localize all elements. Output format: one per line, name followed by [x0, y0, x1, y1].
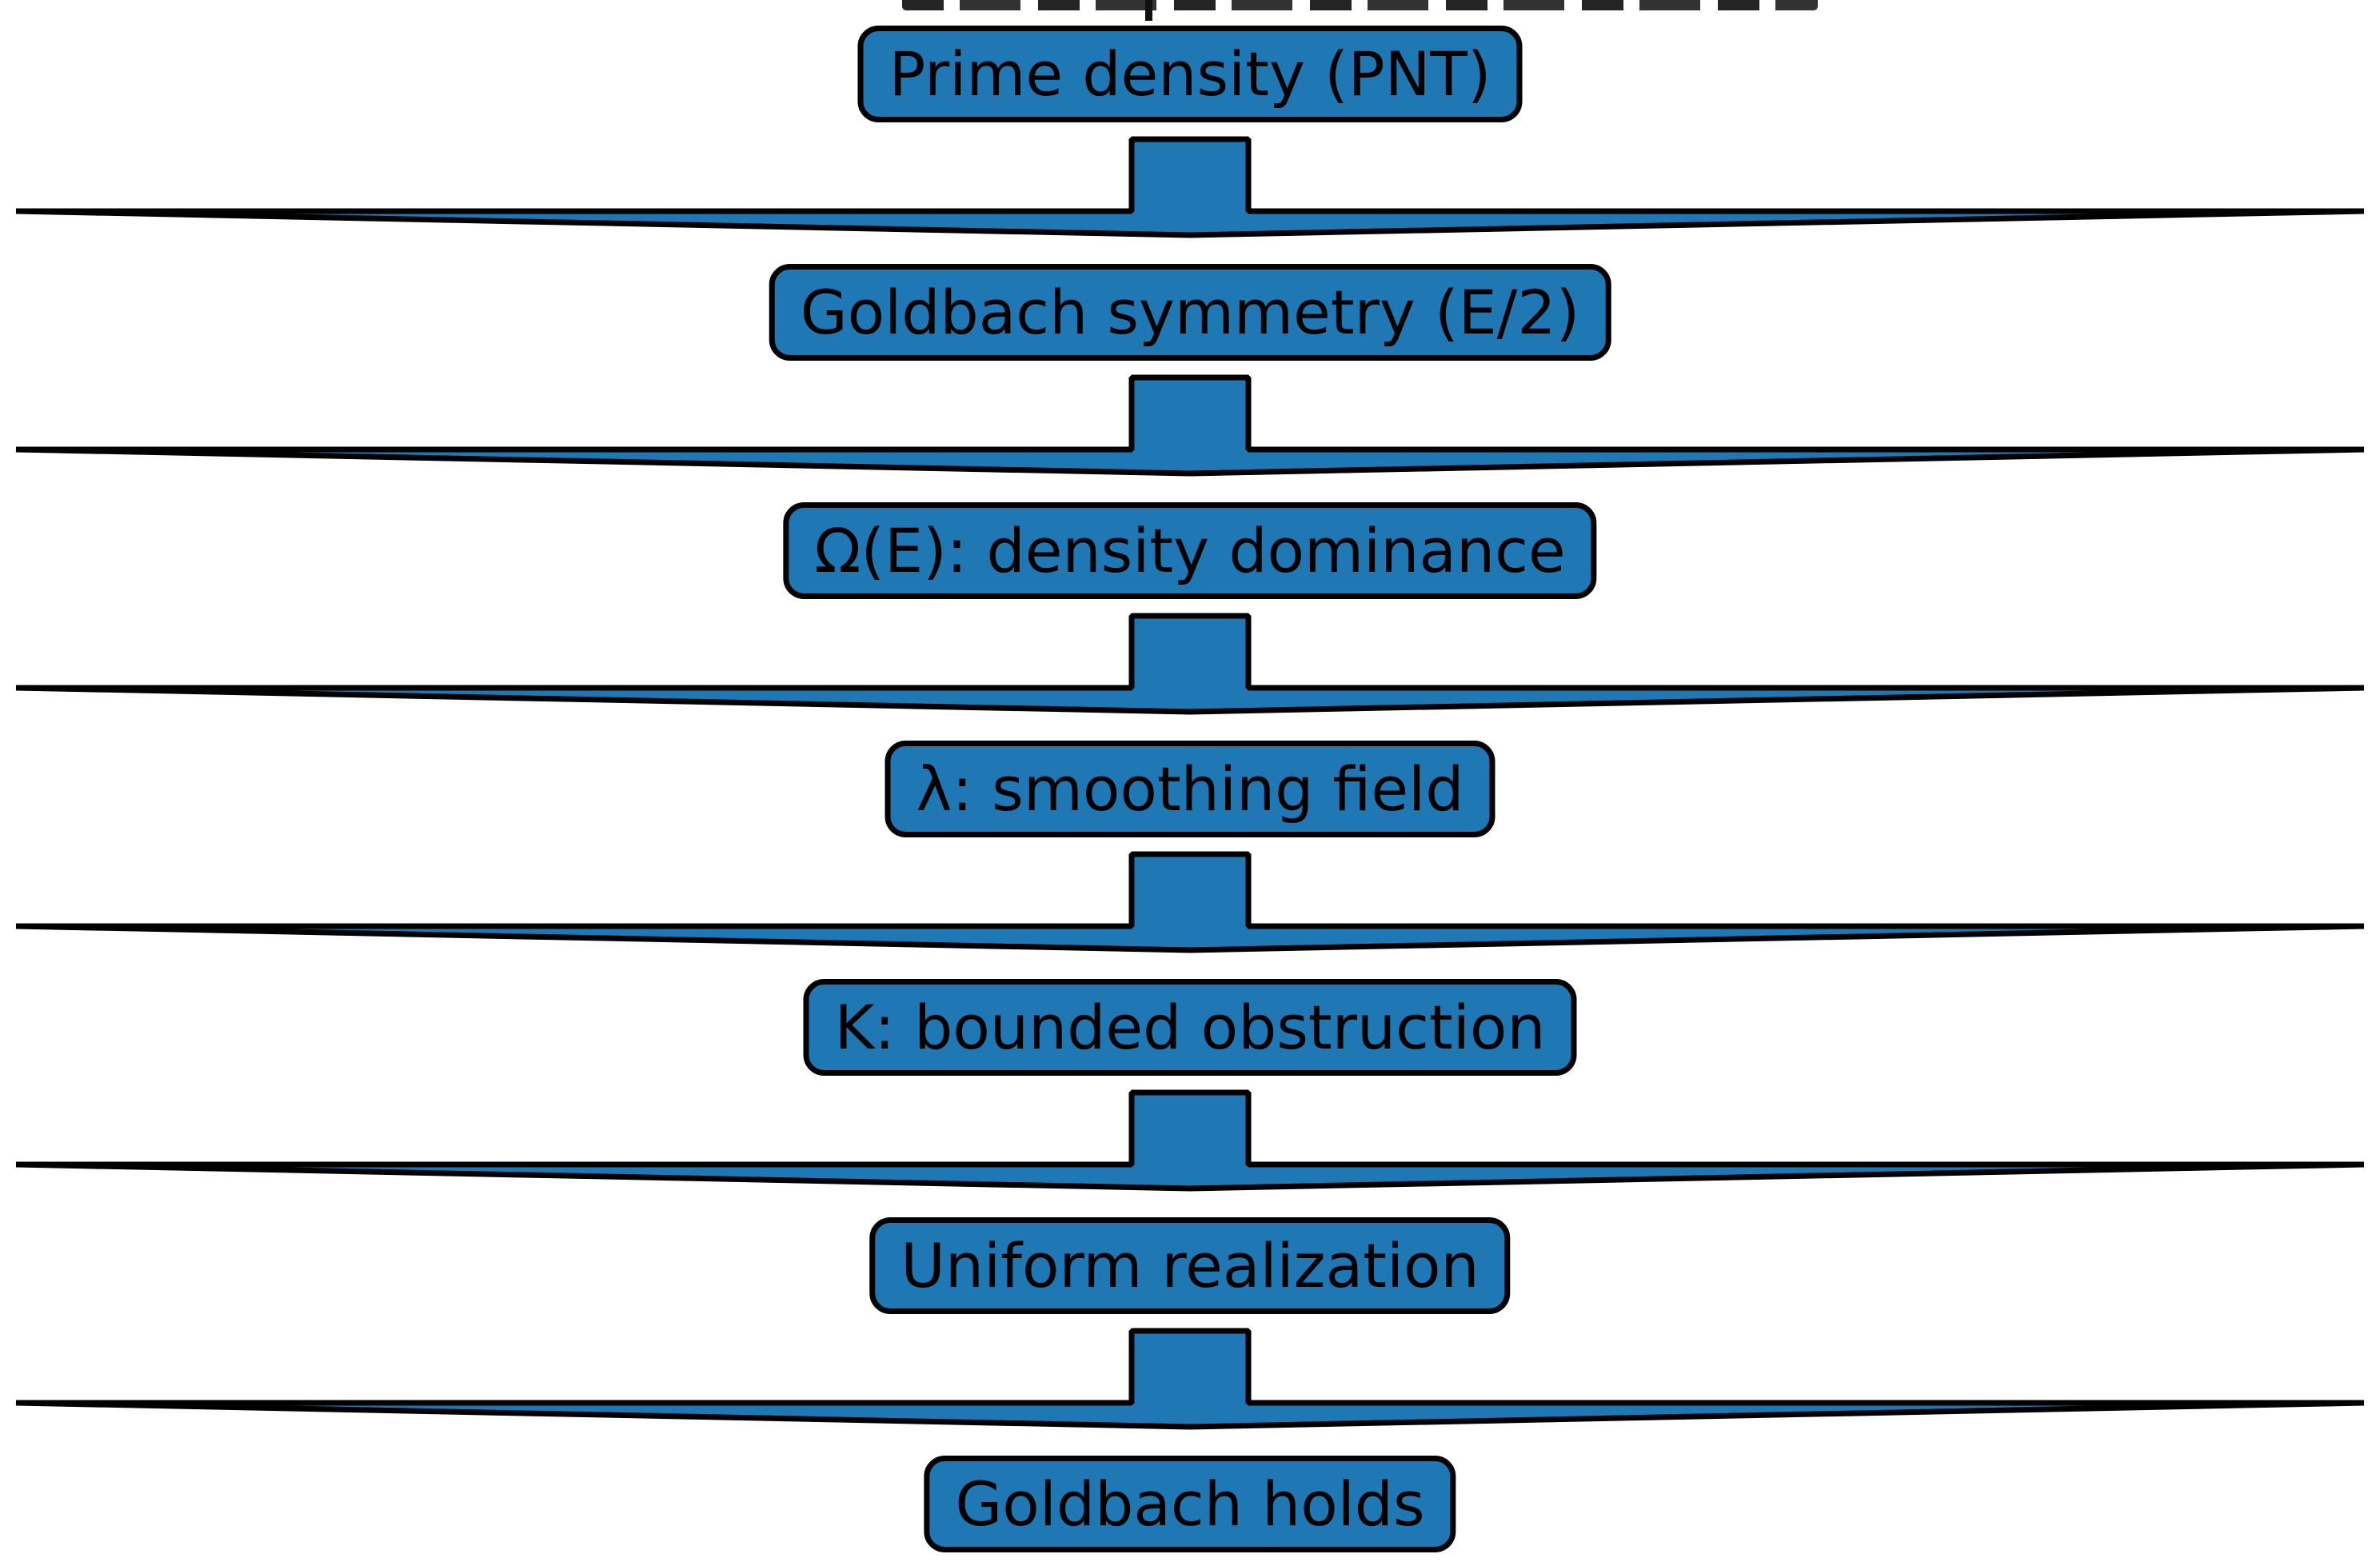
- node-label-uniform-realization: Uniform realization: [900, 1230, 1480, 1301]
- arrow-connector-5: [15, 1089, 2365, 1192]
- node-label-omega-density-dominance: Ω(E): density dominance: [814, 515, 1566, 586]
- node-prime-density: Prime density (PNT): [857, 26, 1523, 123]
- node-label-lambda-smoothing-field: λ: smoothing field: [916, 753, 1464, 825]
- arrow-connector-3: [15, 613, 2365, 715]
- cropped-title-fragment-tick: [1145, 0, 1152, 21]
- node-label-k-bounded-obstruction: K: bounded obstruction: [834, 992, 1546, 1063]
- arrow-connector-2: [15, 374, 2365, 477]
- node-label-goldbach-holds: Goldbach holds: [955, 1468, 1425, 1540]
- arrow-connector-6: [15, 1328, 2365, 1430]
- node-lambda-smoothing-field: λ: smoothing field: [885, 741, 1495, 838]
- node-k-bounded-obstruction: K: bounded obstruction: [803, 979, 1577, 1077]
- node-goldbach-symmetry: Goldbach symmetry (E/2): [769, 264, 1611, 362]
- cropped-title-fragment: [902, 0, 1818, 10]
- arrow-connector-4: [15, 851, 2365, 953]
- node-omega-density-dominance: Ω(E): density dominance: [783, 502, 1597, 600]
- node-uniform-realization: Uniform realization: [869, 1217, 1511, 1315]
- node-goldbach-holds: Goldbach holds: [924, 1456, 1456, 1553]
- node-label-prime-density: Prime density (PNT): [889, 38, 1491, 110]
- arrow-connector-1: [15, 136, 2365, 238]
- node-label-goldbach-symmetry: Goldbach symmetry (E/2): [800, 277, 1580, 348]
